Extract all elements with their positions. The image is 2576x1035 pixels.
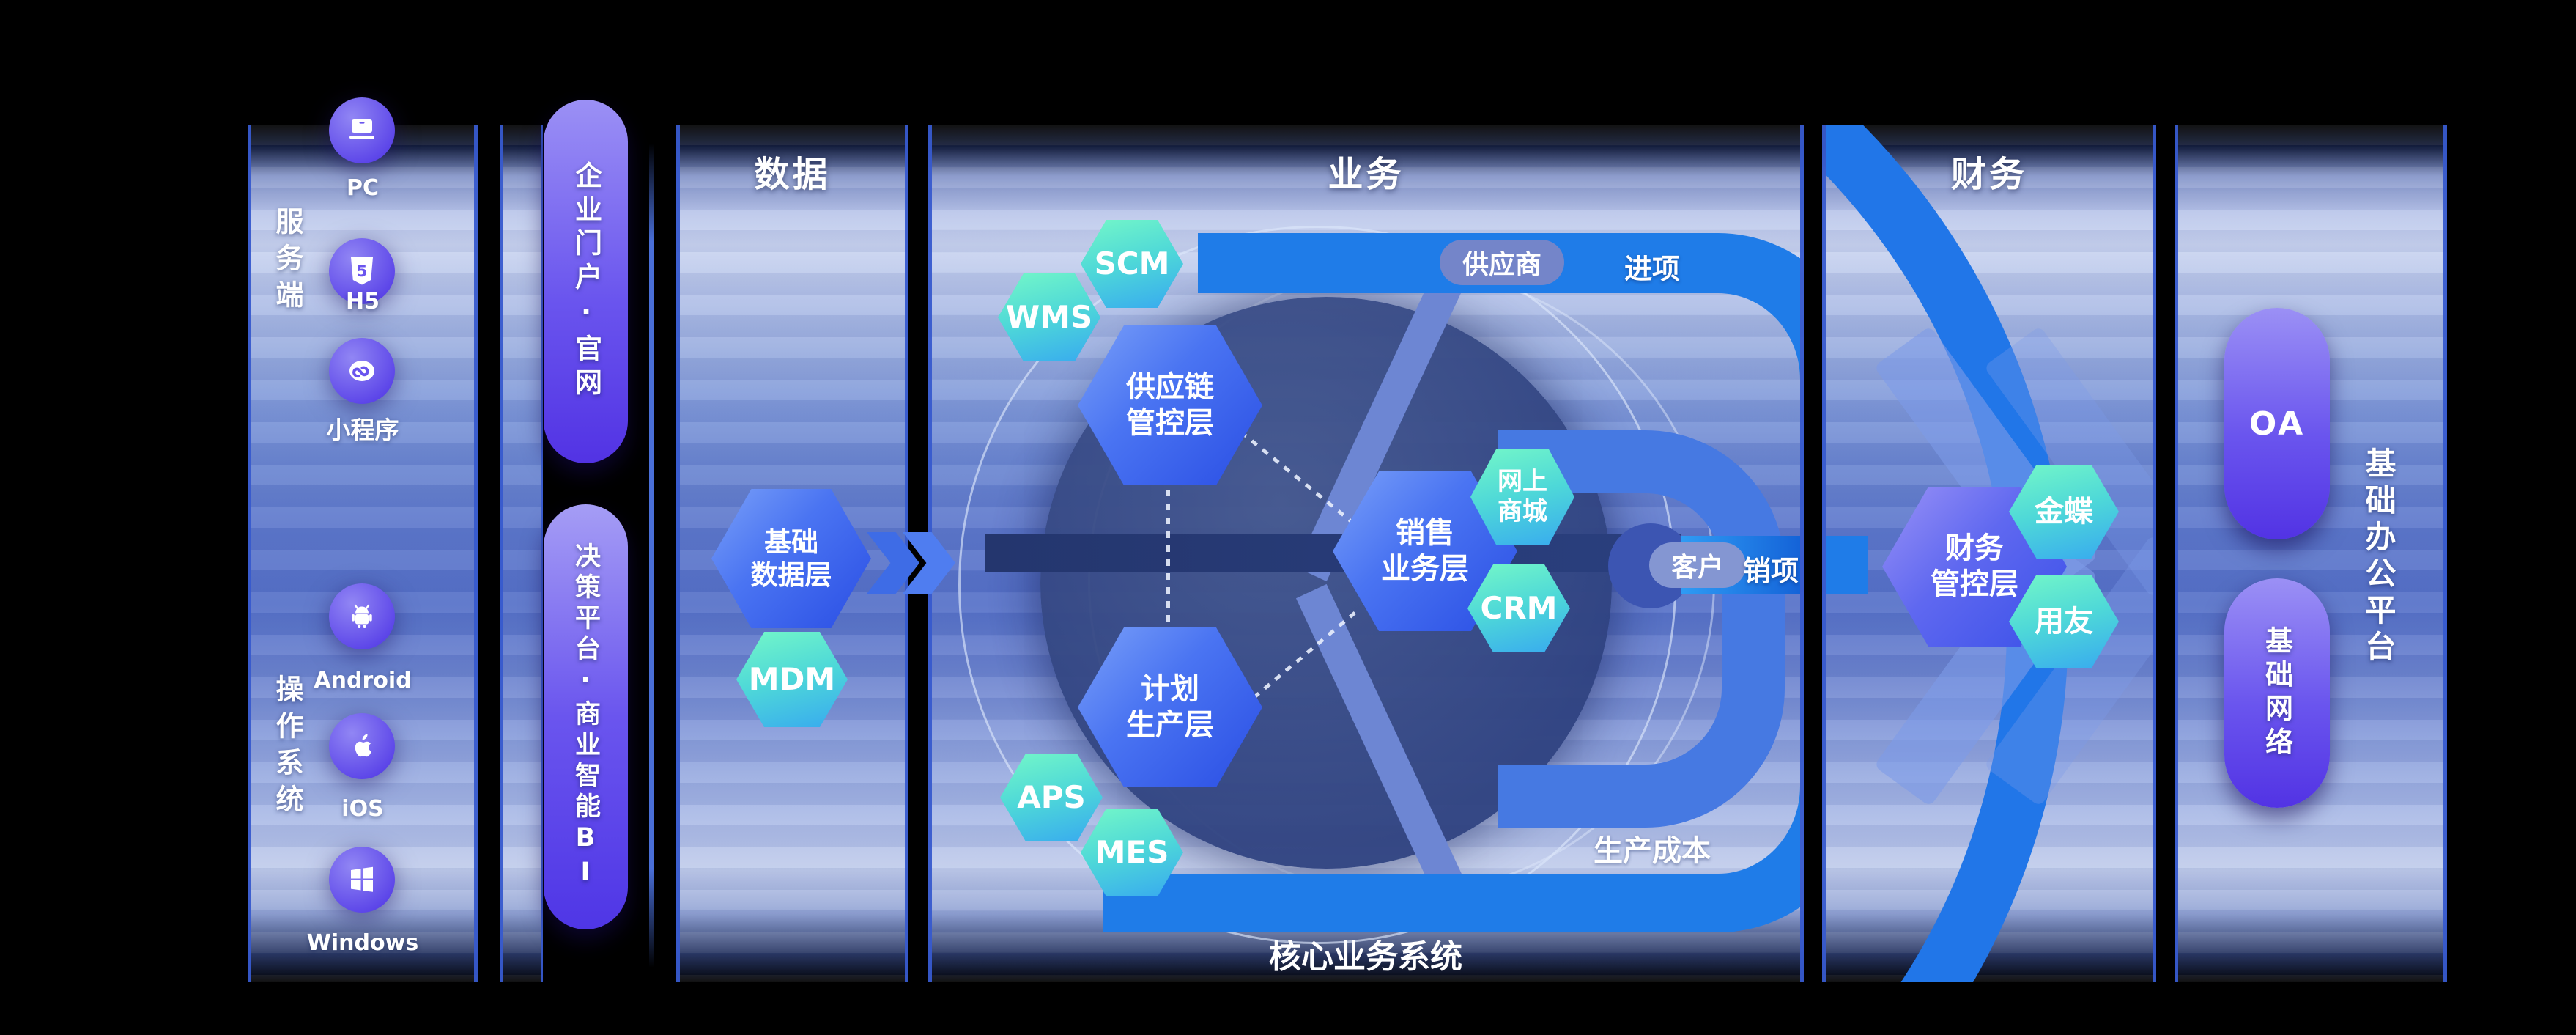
sales-line2: 业务层: [1381, 552, 1469, 586]
mes-hex: MES: [1081, 809, 1183, 896]
mall-line1: 网上: [1498, 466, 1547, 496]
data-header: 数据: [754, 154, 831, 195]
ios-chip: [329, 713, 395, 779]
base-data-layer-line2: 数据层: [750, 559, 832, 591]
production-cost-pipe: [1103, 564, 1800, 932]
bi-pill: 决策平台·商业智能BI: [544, 504, 628, 929]
group-label-server: 服务端: [271, 207, 303, 317]
h5-chip: 5: [329, 238, 395, 304]
miniprogram-icon: [349, 361, 374, 381]
plan-line1: 计划: [1141, 672, 1199, 707]
mdm-hex: MDM: [736, 632, 848, 727]
customer-label: 客户: [1670, 553, 1724, 583]
pc-chip: [329, 97, 395, 163]
android-chip: [329, 583, 395, 649]
finance-control-line1: 财务: [1945, 531, 2004, 566]
windows-chip: [329, 847, 395, 913]
aps-label: APS: [1017, 779, 1086, 816]
production-cost-label: 生产成本: [1594, 834, 1711, 868]
outbound-label: 销项: [1742, 555, 1799, 587]
wms-hex: WMS: [998, 273, 1100, 361]
core-system-footer: 核心业务系统: [1269, 938, 1462, 976]
supplier-label: 供应商: [1462, 250, 1541, 280]
svg-text:5: 5: [357, 262, 368, 280]
mall-line2: 商城: [1498, 497, 1547, 526]
supply-chain-line1: 供应链: [1126, 370, 1214, 405]
inbound-label: 进项: [1624, 253, 1680, 285]
panel-business: 业务 供应链 管控层 销售 业务层 计划 生产: [928, 125, 1804, 982]
kingdee-label: 金蝶: [2035, 494, 2093, 528]
h5-label: H5: [346, 289, 380, 314]
group-label-os: 操作系统: [271, 674, 303, 821]
android-icon: [352, 604, 372, 628]
panel-clients: 服务端 操作系统 PC 5 H5 小程序: [248, 97, 478, 982]
finance-header: 财务: [1950, 154, 2027, 195]
windows-icon: [351, 866, 373, 892]
bi-pill-label: 决策平台·商业智能BI: [571, 542, 600, 892]
miniprogram-label: 小程序: [326, 416, 399, 444]
mdm-label: MDM: [748, 661, 836, 698]
plan-line2: 生产层: [1126, 708, 1214, 742]
base-data-layer-hex: 基础 数据层: [711, 489, 871, 628]
scm-hex: SCM: [1081, 220, 1183, 308]
crm-label: CRM: [1480, 590, 1558, 627]
laptop-icon: [349, 119, 374, 139]
portal-pill: 企业门户·官网: [544, 100, 628, 463]
aps-hex: APS: [1000, 754, 1103, 841]
miniprogram-chip: [329, 338, 395, 404]
mes-label: MES: [1095, 834, 1169, 871]
sales-line1: 销售: [1396, 516, 1454, 550]
customer-pill: 客户: [1649, 542, 1746, 588]
oa-pill: OA: [2224, 308, 2330, 539]
network-pill: 基础网络: [2224, 578, 2330, 808]
business-header: 业务: [1328, 154, 1404, 195]
ios-label: iOS: [341, 796, 384, 822]
android-label: Android: [314, 668, 412, 693]
windows-label: Windows: [306, 930, 419, 956]
apple-icon: [355, 734, 371, 757]
panel-office: OA 基础网络 基础办公平台: [2175, 125, 2447, 982]
customer-connector: [1498, 430, 1785, 828]
panel-finance: 财务 财务 管控层 金蝶 用友: [1822, 125, 2156, 982]
yonyou-label: 用友: [2035, 604, 2093, 638]
outbound-pipe-stub: [1826, 536, 1868, 594]
panel-portal-strip: [500, 125, 543, 982]
pc-label: PC: [346, 175, 379, 201]
portal-pill-label: 企业门户·官网: [570, 161, 602, 402]
finance-control-line2: 管控层: [1931, 567, 2018, 601]
oa-label: OA: [2249, 405, 2306, 443]
supply-chain-line2: 管控层: [1126, 406, 1214, 440]
html5-icon: 5: [351, 257, 373, 285]
office-platform-label: 基础办公平台: [2361, 447, 2397, 667]
supplier-pill: 供应商: [1440, 240, 1564, 285]
scm-label: SCM: [1094, 246, 1170, 282]
panel-data: 数据 基础 数据层 MDM: [676, 125, 908, 982]
network-label: 基础网络: [2260, 625, 2293, 761]
dashed-link-supply-plan: [1166, 490, 1170, 630]
wms-label: WMS: [1005, 299, 1093, 336]
base-data-layer-line1: 基础: [764, 526, 818, 558]
divider-line: [649, 143, 654, 968]
